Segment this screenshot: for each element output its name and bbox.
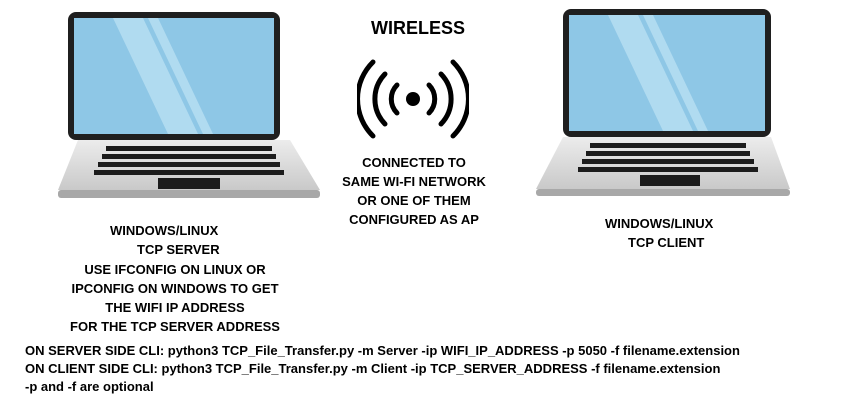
- wireless-title: WIRELESS: [370, 18, 465, 38]
- server-label-line: TCP SERVER: [137, 242, 220, 257]
- cli-instructions: ON SERVER SIDE CLI: python3 TCP_File_Tra…: [25, 342, 840, 396]
- server-note-line: USE IFCONFIG ON LINUX OR: [84, 262, 266, 277]
- laptop-icon: [58, 12, 320, 198]
- server-note: USE IFCONFIG ON LINUX OR IPCONFIG ON WIN…: [40, 260, 310, 336]
- client-label-line: TCP CLIENT: [628, 235, 705, 250]
- client-label: WINDOWS/LINUX TCP CLIENT: [605, 214, 775, 252]
- network-note-line: SAME WI-FI NETWORK: [342, 174, 486, 189]
- network-note-line: OR ONE OF THEM: [357, 193, 471, 208]
- client-laptop: [528, 9, 790, 199]
- cli-optional-note: -p and -f are optional: [25, 379, 154, 394]
- server-label: WINDOWS/LINUX TCP SERVER: [110, 221, 290, 259]
- network-note-line: CONFIGURED AS AP: [349, 212, 479, 227]
- laptop-icon: [536, 9, 790, 196]
- client-label-line: WINDOWS/LINUX: [605, 216, 714, 231]
- network-note: CONNECTED TO SAME WI-FI NETWORK OR ONE O…: [318, 153, 510, 229]
- server-laptop: [58, 12, 320, 202]
- network-note-line: CONNECTED TO: [362, 155, 466, 170]
- server-note-line: THE WIFI IP ADDRESS: [105, 300, 245, 315]
- server-label-line: WINDOWS/LINUX: [110, 223, 219, 238]
- server-note-line: FOR THE TCP SERVER ADDRESS: [70, 319, 280, 334]
- cli-server-line: ON SERVER SIDE CLI: python3 TCP_File_Tra…: [25, 343, 740, 358]
- cli-client-line: ON CLIENT SIDE CLI: python3 TCP_File_Tra…: [25, 361, 721, 376]
- server-note-line: IPCONFIG ON WINDOWS TO GET: [71, 281, 279, 296]
- wireless-signal-icon: [357, 52, 469, 152]
